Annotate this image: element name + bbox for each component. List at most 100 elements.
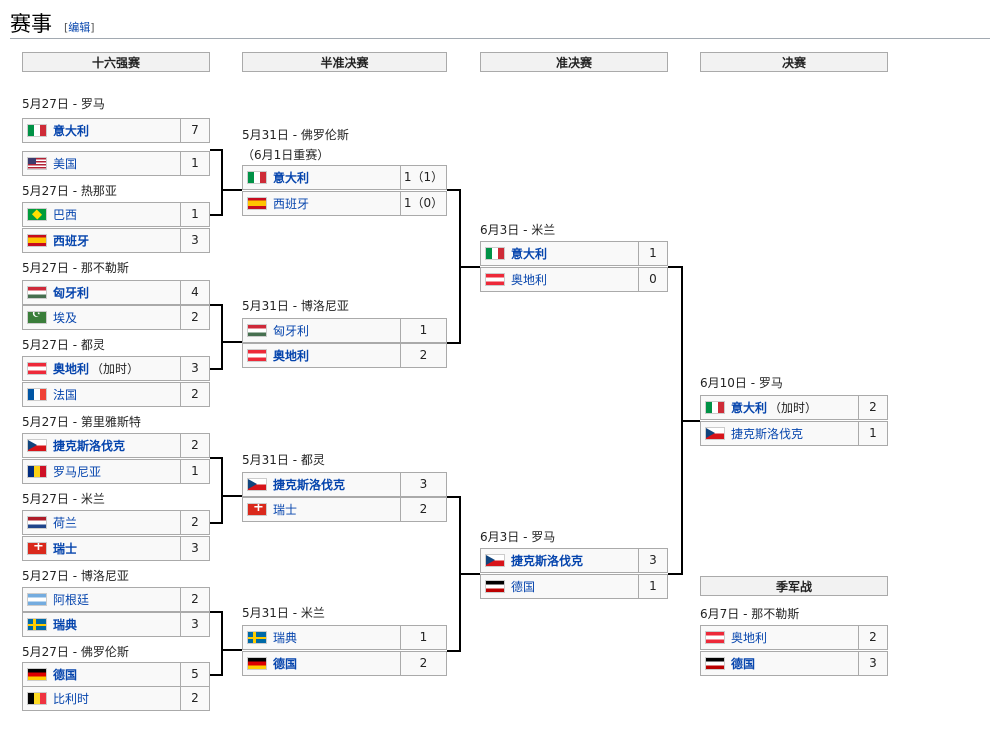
connector-r16-7-8 — [210, 611, 242, 676]
match-date-note: （6月1日重赛） — [242, 148, 330, 162]
ger-flag-icon — [27, 668, 47, 681]
team-row: 捷克斯洛伐克 2 — [22, 433, 210, 458]
team-cell: 匈牙利 — [23, 281, 181, 304]
team-cell: 瑞典 — [243, 626, 401, 649]
team-name-link[interactable]: 瑞典 — [53, 618, 78, 632]
team-row: 意大利（加时）2 — [700, 395, 888, 420]
team-name-link[interactable]: 意大利 — [511, 247, 548, 261]
bra-flag-icon — [27, 208, 47, 221]
fra-flag-icon — [27, 388, 47, 401]
swe-flag-icon — [27, 618, 47, 631]
team-name-link[interactable]: 奥地利 — [731, 631, 768, 645]
team-score: 1 — [400, 319, 446, 342]
connector-lines — [210, 149, 700, 676]
team-cell: 瑞典 — [23, 613, 181, 636]
team-cell: 奥地利 — [243, 344, 401, 367]
team-name-link[interactable]: 奥地利 — [511, 273, 548, 287]
team-name-link[interactable]: 德国 — [731, 657, 756, 671]
extra-time-note: （加时） — [769, 401, 818, 415]
team-cell: 德国 — [701, 652, 859, 675]
match-date: 5月27日 - 博洛尼亚 — [22, 569, 129, 583]
esp-flag-icon — [247, 197, 267, 210]
team-name-link[interactable]: 捷克斯洛伐克 — [53, 439, 126, 453]
team-name-link[interactable]: 阿根廷 — [53, 593, 90, 607]
team-row: 法国 2 — [22, 382, 210, 407]
connector-qf-1-2 — [447, 189, 480, 344]
team-name-link[interactable]: 捷克斯洛伐克 — [511, 554, 584, 568]
team-name-link[interactable]: 意大利 — [53, 124, 90, 138]
hun-flag-icon — [247, 324, 267, 337]
match-date: 5月27日 - 米兰 — [22, 492, 105, 506]
team-score: 2 — [400, 344, 446, 367]
team-score: 3 — [180, 613, 209, 636]
team-score: 3 — [180, 229, 209, 252]
team-name-link[interactable]: 瑞士 — [53, 542, 78, 556]
team-name-link[interactable]: 匈牙利 — [273, 324, 310, 338]
team-name-link[interactable]: 奥地利 — [273, 349, 310, 363]
team-name-link[interactable]: 巴西 — [53, 208, 78, 222]
team-row: 瑞士2 — [242, 497, 447, 522]
team-row: 奥地利（加时）3 — [22, 356, 210, 381]
team-cell: 埃及 — [23, 306, 181, 329]
connector-r16-5-6 — [210, 457, 242, 524]
team-score: 2 — [180, 511, 209, 534]
match-date: 6月10日 - 罗马 — [700, 376, 783, 390]
team-name-link[interactable]: 法国 — [53, 388, 78, 402]
team-cell: 阿根廷 — [23, 588, 181, 611]
team-cell: 意大利（加时） — [701, 396, 859, 419]
team-cell: 法国 — [23, 383, 181, 406]
team-score: 2 — [400, 652, 446, 675]
team-score: 2 — [180, 383, 209, 406]
team-cell: 西班牙 — [23, 229, 181, 252]
team-name-link[interactable]: 意大利 — [273, 171, 310, 185]
team-name-link[interactable]: 捷克斯洛伐克 — [273, 478, 346, 492]
team-cell: 罗马尼亚 — [23, 460, 181, 483]
team-name-link[interactable]: 罗马尼亚 — [53, 465, 102, 479]
team-cell: 奥地利 — [481, 268, 639, 291]
team-score: 3 — [180, 357, 209, 380]
match-date: 5月27日 - 佛罗伦斯 — [22, 645, 129, 659]
round-header-final: 决赛 — [700, 52, 888, 72]
team-name-link[interactable]: 西班牙 — [53, 234, 90, 248]
team-name-link[interactable]: 美国 — [53, 157, 78, 171]
section-heading: 赛事 — [10, 12, 52, 36]
team-name-link[interactable]: 德国 — [511, 580, 536, 594]
match-date: 5月27日 - 都灵 — [22, 338, 105, 352]
team-name-link[interactable]: 德国 — [273, 657, 298, 671]
ger-dr-flag-icon — [705, 657, 725, 670]
edit-link[interactable]: 编辑 — [68, 21, 91, 34]
connector-r16-1-2 — [210, 149, 242, 216]
team-name-link[interactable]: 瑞典 — [273, 631, 298, 645]
ger-dr-flag-icon — [485, 580, 505, 593]
team-name-link[interactable]: 埃及 — [53, 311, 78, 325]
match-date: 5月31日 - 米兰 — [242, 606, 325, 620]
team-name-link[interactable]: 荷兰 — [53, 516, 78, 530]
team-cell: 德国 — [23, 663, 181, 686]
team-score: 3 — [638, 549, 667, 572]
aut-flag-icon — [485, 273, 505, 286]
round-header-third: 季军战 — [700, 576, 888, 596]
team-row: 捷克斯洛伐克 3 — [480, 548, 668, 573]
usa-flag-icon — [27, 157, 47, 170]
team-name-link[interactable]: 德国 — [53, 668, 78, 682]
team-name-link[interactable]: 匈牙利 — [53, 286, 90, 300]
team-name-link[interactable]: 西班牙 — [273, 197, 310, 211]
team-name-link[interactable]: 比利时 — [53, 692, 90, 706]
team-name-link[interactable]: 奥地利 — [53, 362, 90, 376]
tch-flag-icon — [27, 439, 47, 452]
team-name-link[interactable]: 意大利 — [731, 401, 768, 415]
team-cell: 奥地利（加时） — [23, 357, 181, 380]
edit-section: [编辑] — [64, 19, 95, 35]
team-score: 2 — [180, 434, 209, 457]
team-name-link[interactable]: 捷克斯洛伐克 — [731, 427, 804, 441]
team-name-link[interactable]: 瑞士 — [273, 503, 298, 517]
